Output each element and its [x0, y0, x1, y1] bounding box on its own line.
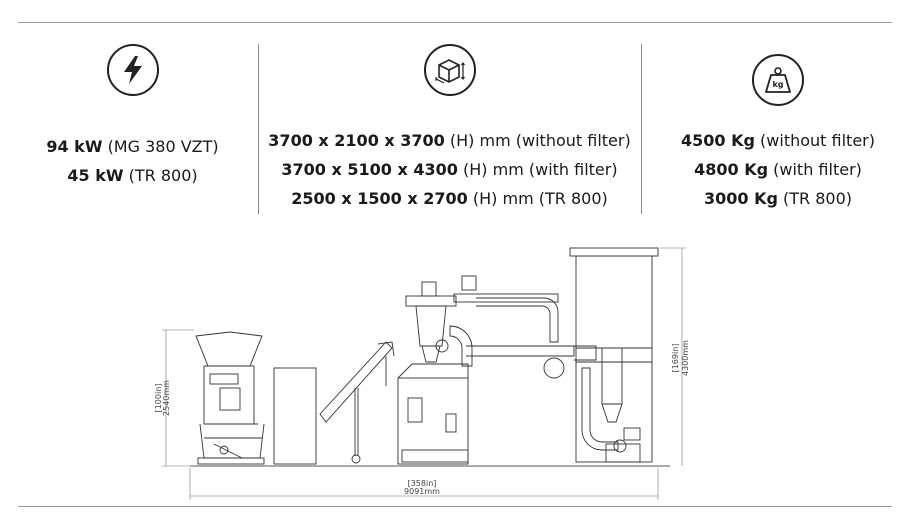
weight-line: 3000 Kg (TR 800): [703, 189, 853, 208]
control-cabinet: [273, 367, 317, 465]
lightning-bolt-icon: [106, 44, 159, 96]
granulator-unit: [195, 331, 265, 465]
dimensions-line: 2500 x 1500 x 2700 (H) mm (TR 800): [291, 189, 608, 208]
weight-icon-label: kg: [772, 80, 783, 89]
dimensions-line: 3700 x 5100 x 4300 (H) mm (with filter): [281, 160, 618, 179]
column-divider-2: [641, 44, 642, 214]
power-spec-column: 94 kW (MG 380 VZT) 45 kW (TR 800): [20, 40, 245, 190]
filter-tower: [569, 247, 659, 463]
pneumatic-pipes: [466, 297, 627, 453]
dimension-lines: [162, 247, 686, 500]
total-length-in-label: [358in]: [408, 479, 437, 488]
power-line: 45 kW (TR 800): [67, 166, 198, 185]
left-height-mm-label: 2540mm: [162, 380, 171, 416]
column-divider-1: [258, 44, 259, 214]
top-divider-line: [18, 22, 892, 23]
power-spec-lines: 94 kW (MG 380 VZT) 45 kW (TR 800): [20, 132, 245, 190]
inclined-conveyor: [319, 341, 395, 464]
machine-technical-drawing: [100in] 2540mm [169in] 4300mm [358in] 90…: [154, 247, 690, 500]
right-height-mm-label: 4300mm: [681, 340, 690, 376]
power-line: 94 kW (MG 380 VZT): [46, 137, 219, 156]
dimensions-line: 3700 x 2100 x 3700 (H) mm (without filte…: [268, 131, 631, 150]
total-length-mm-label: 9091mm: [404, 487, 440, 496]
dimensions-spec-column: 3700 x 2100 x 3700 (H) mm (without filte…: [262, 40, 637, 213]
left-height-in-label: [100in]: [154, 384, 163, 413]
dimensions-spec-lines: 3700 x 2100 x 3700 (H) mm (without filte…: [262, 126, 637, 213]
weight-spec-lines: 4500 Kg (without filter) 4800 Kg (with f…: [648, 126, 903, 213]
weight-line: 4500 Kg (without filter): [681, 131, 875, 150]
weight-kg-icon: kg: [752, 54, 804, 106]
weight-line: 4800 Kg (with filter): [694, 160, 862, 179]
right-height-in-label: [169in]: [671, 344, 680, 373]
weight-spec-column: kg 4500 Kg (without filter) 4800 Kg (wit…: [648, 40, 903, 213]
central-separator: [397, 275, 559, 465]
bottom-divider-line: [18, 506, 892, 507]
box-dimensions-icon: [423, 44, 476, 96]
